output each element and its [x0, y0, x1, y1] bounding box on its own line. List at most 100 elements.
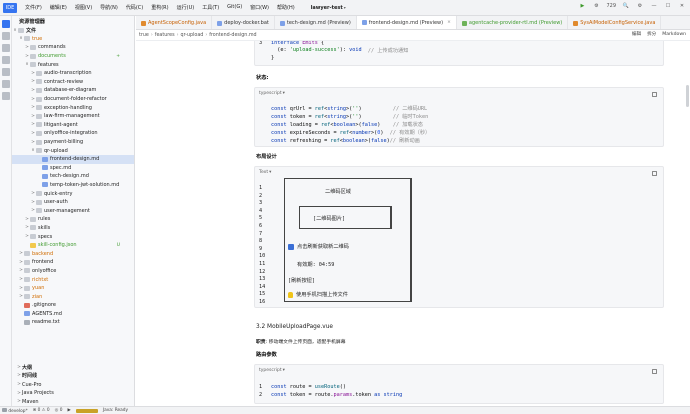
tab-deploy-docker-bat[interactable]: deploy-docker.bat: [212, 16, 275, 29]
tree-item-zian[interactable]: >zian: [12, 292, 134, 301]
search-icon[interactable]: 🔍: [622, 3, 630, 9]
breadcrumb-item[interactable]: true: [139, 32, 149, 38]
section-java-projects[interactable]: >Java Projects: [17, 390, 54, 397]
tab-sysaimodelconfigservice-java[interactable]: SysAiModelConfigService.java: [568, 16, 662, 29]
tab-frontend-design-md-preview[interactable]: frontend-design.md (Preview)×: [356, 16, 457, 29]
code-language-label[interactable]: typescript▾: [259, 368, 285, 373]
menu-navigate[interactable]: 导航(N): [100, 5, 118, 11]
menu-edit[interactable]: 编辑(E): [49, 5, 67, 11]
ai-tool-icon[interactable]: [2, 92, 10, 100]
chevron-right-icon[interactable]: >: [31, 122, 35, 128]
minimize-icon[interactable]: —: [651, 3, 657, 9]
code-language-label[interactable]: Text▾: [259, 170, 272, 175]
tree-item-richtxt[interactable]: >richtxt: [12, 275, 134, 284]
run-status-icon[interactable]: ▶: [67, 408, 71, 413]
copy-icon[interactable]: [652, 171, 657, 176]
menu-refactor[interactable]: 重构(R): [151, 5, 169, 11]
tree-item-user-management[interactable]: >user-management: [12, 206, 134, 215]
tree-item-true[interactable]: ∨true: [12, 35, 134, 44]
close-icon[interactable]: ✕: [679, 3, 685, 9]
database-tool-icon[interactable]: [2, 80, 10, 88]
tab-tech-design-md-preview[interactable]: tech-design.md (Preview): [275, 16, 357, 29]
tree-item-contract-review[interactable]: >contract-review: [12, 78, 134, 87]
tab-agentscopeconfig-java[interactable]: AgentScopeConfig.java: [136, 16, 213, 29]
tree-item-rules[interactable]: >rules: [12, 215, 134, 224]
chevron-right-icon[interactable]: >: [31, 70, 35, 76]
ports-indicator[interactable]: ◎ 0: [54, 408, 63, 413]
menu-tools[interactable]: 工具(T): [202, 5, 220, 11]
chevron-down-icon[interactable]: ∨: [19, 36, 23, 42]
tree-item-specs[interactable]: >specs: [12, 232, 134, 241]
tree-item-spec-md[interactable]: spec.md: [12, 164, 134, 173]
tree-item-exception-handling[interactable]: >exception-handling: [12, 103, 134, 112]
tree-item-tech-design-md[interactable]: tech-design.md: [12, 172, 134, 181]
tree-item-onlyoffice-integration[interactable]: >onlyoffice-integration: [12, 129, 134, 138]
tree-item-yuan[interactable]: >yuan: [12, 284, 134, 293]
chevron-right-icon[interactable]: >: [31, 191, 35, 197]
chevron-right-icon[interactable]: >: [25, 216, 29, 222]
tree-item-frontend-design-md[interactable]: frontend-design.md: [12, 154, 134, 164]
tree-item-features[interactable]: ∨features: [12, 60, 134, 69]
tree-item-document-folder-refactor[interactable]: >document-folder-refactor: [12, 95, 134, 104]
chevron-down-icon[interactable]: ∨: [31, 148, 35, 154]
vertical-scrollbar[interactable]: [686, 85, 689, 107]
tree-item-temp-token-jwt-solution-md[interactable]: temp-token-jwt-solution.md: [12, 181, 134, 190]
section-timeline[interactable]: >时间线: [17, 373, 38, 380]
chevron-right-icon[interactable]: >: [31, 105, 35, 111]
copy-icon[interactable]: [652, 369, 657, 374]
tree-item-skills[interactable]: >skills: [12, 224, 134, 233]
maximize-icon[interactable]: ☐: [665, 3, 671, 9]
tree-item-quick-entry[interactable]: >quick-entry: [12, 189, 134, 198]
app-logo[interactable]: IDE: [3, 2, 17, 13]
mode-markdown-button[interactable]: Markdown: [662, 31, 686, 37]
tree-item-payment-billing[interactable]: >payment-billing: [12, 138, 134, 147]
project-selector[interactable]: lawyer-test ▾: [311, 5, 346, 11]
chevron-right-icon[interactable]: >: [31, 113, 35, 119]
project-tool-icon[interactable]: [2, 20, 10, 28]
settings-icon[interactable]: ⚙: [594, 3, 599, 9]
section-cue-pro[interactable]: >Cue-Pro: [17, 381, 42, 388]
tree-item-litigant-agent[interactable]: >litigant-agent: [12, 121, 134, 130]
menu-git[interactable]: Git(G): [227, 4, 243, 10]
chevron-right-icon[interactable]: >: [19, 285, 23, 291]
tree-item-database-er-diagram[interactable]: >database-er-diagram: [12, 86, 134, 95]
git-branch[interactable]: develop*: [2, 407, 28, 414]
code-language-label[interactable]: typescript▾: [259, 91, 285, 96]
section-outline[interactable]: >大纲: [17, 364, 33, 371]
chevron-right-icon[interactable]: >: [19, 277, 23, 283]
chevron-right-icon[interactable]: >: [19, 268, 23, 274]
chevron-down-icon[interactable]: ∨: [25, 62, 29, 68]
tree-item-audio-transcription[interactable]: >audio-transcription: [12, 69, 134, 78]
chevron-right-icon[interactable]: >: [19, 251, 23, 257]
menu-window[interactable]: 窗口(W): [250, 5, 270, 11]
breadcrumb-item[interactable]: features: [154, 32, 175, 38]
tab-agentcache-provider-rtl-md-preview[interactable]: agentcache-provider-rtl.md (Preview): [457, 16, 569, 29]
chevron-right-icon[interactable]: >: [31, 79, 35, 85]
tree-item-gitignore[interactable]: .gitignore: [12, 301, 134, 310]
chevron-right-icon[interactable]: >: [25, 225, 29, 231]
tree-item-commands[interactable]: >commands: [12, 43, 134, 52]
search-tool-icon[interactable]: [2, 32, 10, 40]
chevron-right-icon[interactable]: >: [25, 53, 29, 59]
git-tool-icon[interactable]: [2, 44, 10, 52]
menu-run[interactable]: 运行(U): [176, 5, 195, 11]
chevron-right-icon[interactable]: >: [31, 199, 35, 205]
chevron-right-icon[interactable]: >: [31, 208, 35, 214]
menu-view[interactable]: 视图(V): [74, 5, 93, 11]
chevron-right-icon[interactable]: >: [31, 139, 35, 145]
chevron-right-icon[interactable]: >: [31, 96, 35, 102]
tree-item-agents-md[interactable]: AGENTS.md: [12, 310, 134, 319]
chevron-right-icon[interactable]: >: [19, 259, 23, 265]
tree-item-readme-txt[interactable]: readme.txt: [12, 318, 134, 327]
java-status[interactable]: Java: Ready: [102, 408, 129, 413]
sync-icon[interactable]: [75, 408, 98, 413]
breadcrumb-item[interactable]: qr-upload: [180, 32, 204, 38]
tree-item-law-firm-management[interactable]: >law-firm-management: [12, 112, 134, 121]
menu-file[interactable]: 文件(F): [25, 5, 42, 11]
menu-help[interactable]: 帮助(H): [277, 5, 295, 11]
run-icon[interactable]: ▶: [580, 3, 585, 9]
close-tab-icon[interactable]: ×: [447, 20, 451, 25]
tree-item-user-auth[interactable]: >user-auth: [12, 198, 134, 207]
extensions-tool-icon[interactable]: [2, 68, 10, 76]
